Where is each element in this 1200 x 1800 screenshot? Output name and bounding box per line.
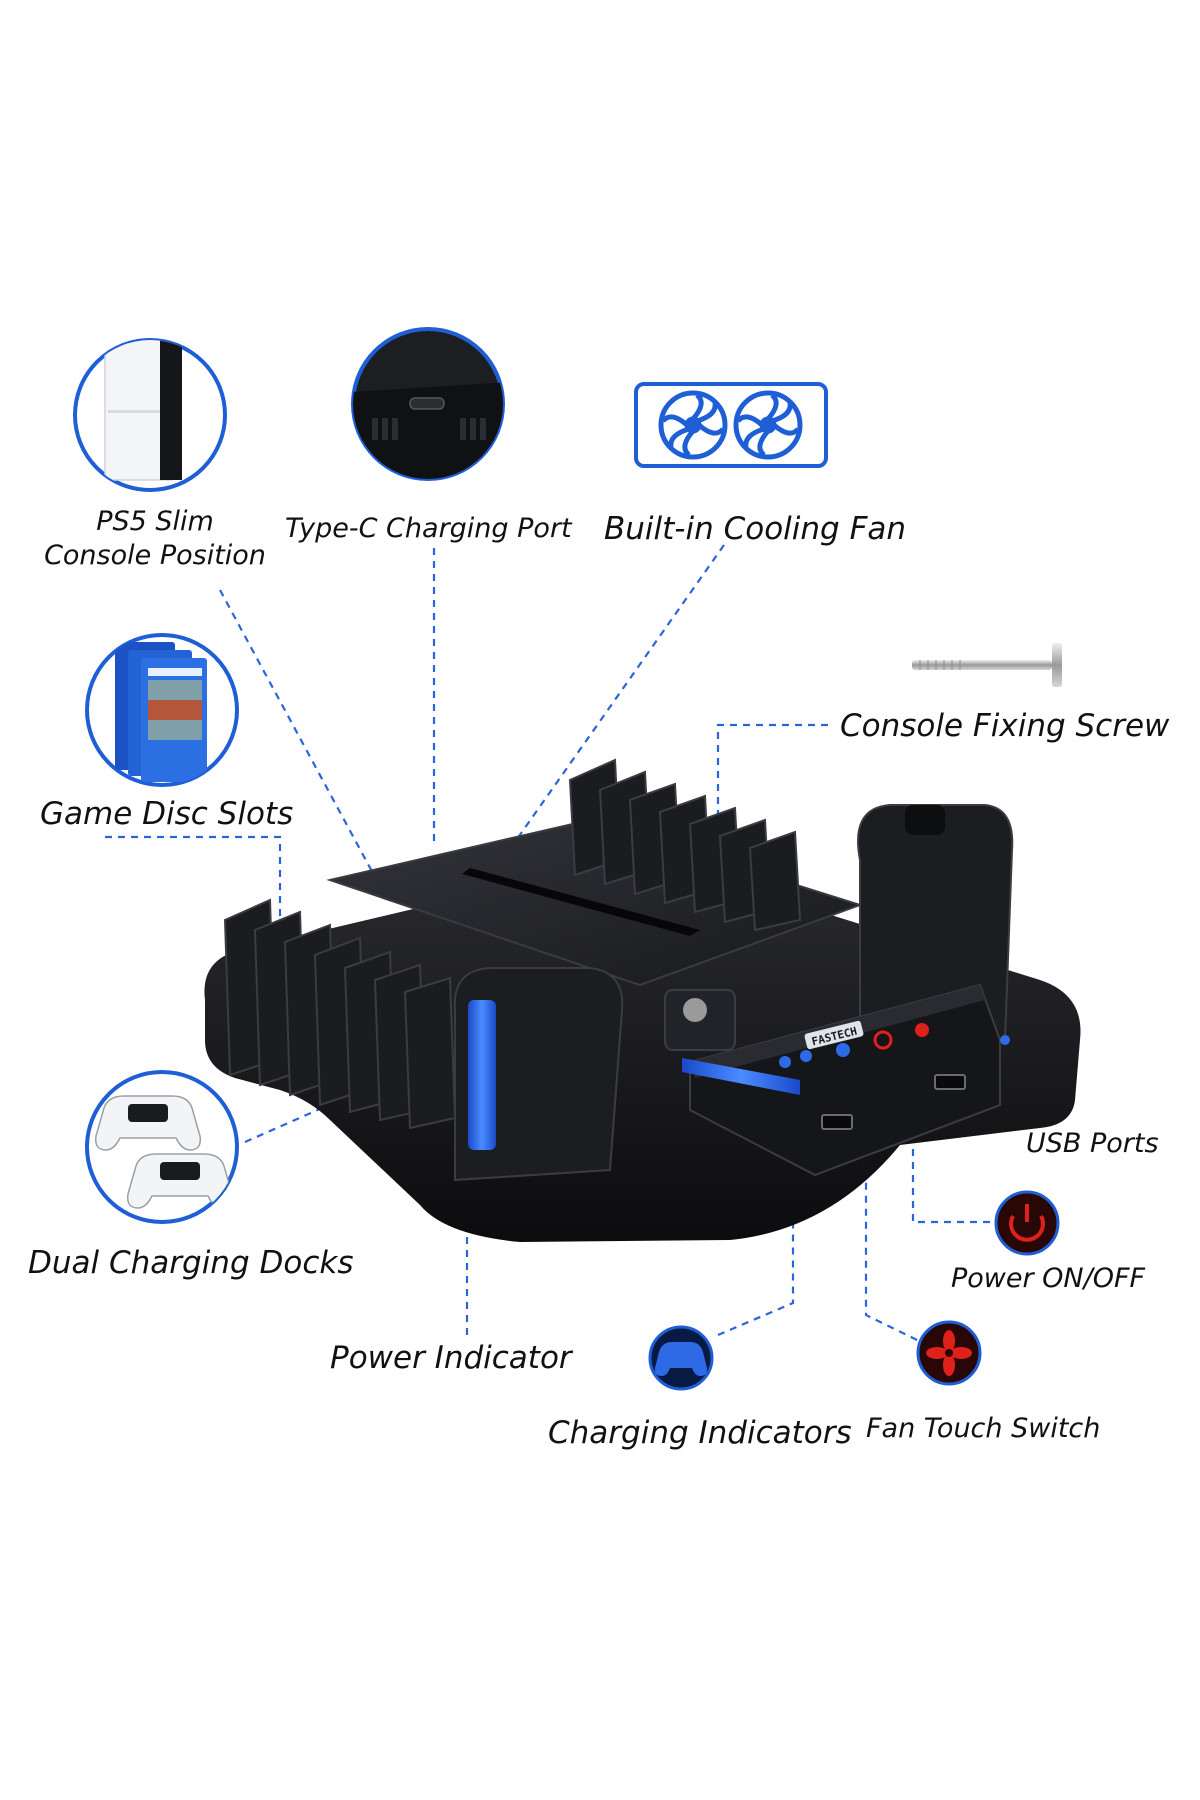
ps5-slim-console-icon [73, 338, 227, 492]
usb-port-1 [821, 1114, 853, 1130]
game-disc-cases-icon [85, 633, 239, 787]
fan-right-icon [733, 390, 803, 460]
power-button-icon [994, 1190, 1060, 1256]
label-ps5-slim: PS5 Slim Console Position [40, 505, 270, 573]
label-power-on-off: Power ON/OFF [951, 1263, 1146, 1294]
label-ps5-slim-line1: PS5 Slim [96, 506, 214, 537]
label-console-fixing-screw: Console Fixing Screw [840, 708, 1170, 744]
charging-stand-product [204, 758, 1081, 1242]
label-game-disc-slots: Game Disc Slots [40, 796, 294, 832]
fan-left-icon [658, 390, 728, 460]
console-slot [462, 868, 700, 936]
label-fan-touch-switch: Fan Touch Switch [866, 1413, 1101, 1444]
label-usb-ports: USB Ports [1026, 1128, 1159, 1159]
leader-fan-switch [864, 1090, 918, 1341]
label-type-c-port: Type-C Charging Port [285, 513, 572, 544]
dual-controllers-icon [85, 1070, 239, 1224]
fan-switch-icon [916, 1320, 982, 1386]
controller-dock-left [453, 967, 624, 1182]
leader-fixing-screw [716, 723, 828, 1040]
controller-charging-icon [648, 1325, 714, 1391]
dual-cooling-fan-icon [634, 382, 828, 468]
leader-disc-slots [105, 835, 282, 950]
leader-cooling-fan [497, 544, 725, 867]
fixing-screw-icon [912, 643, 1062, 687]
disc-rack-right [568, 758, 802, 932]
label-dual-charging-docks: Dual Charging Docks [28, 1245, 354, 1281]
label-cooling-fan: Built-in Cooling Fan [604, 511, 907, 547]
leader-ps5-slim [219, 589, 383, 891]
usb-port-2 [934, 1074, 966, 1090]
type-c-port-closeup-icon [351, 327, 505, 481]
label-charging-indicators: Charging Indicators [548, 1415, 852, 1451]
disc-rack-left [223, 898, 457, 1130]
label-power-indicator: Power Indicator [330, 1340, 572, 1376]
power-indicator-light [468, 1000, 496, 1150]
label-ps5-slim-line2: Console Position [44, 539, 266, 571]
